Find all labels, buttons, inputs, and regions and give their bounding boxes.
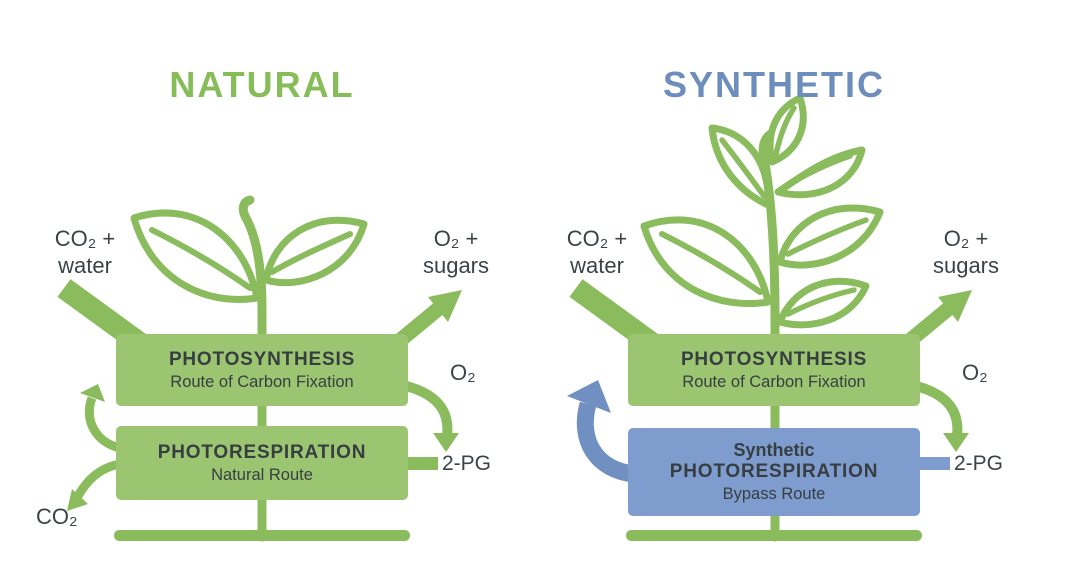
right-plant-icon [640,94,884,329]
left-o2-sugars-line2: sugars [422,253,490,278]
right-o2-sugars-label: O₂ + sugars [916,225,1016,279]
right-2pg-label: 2-PG [954,452,1004,475]
left-plant-stem [238,195,267,542]
right-o2-sugars-line2: sugars [932,253,1000,278]
right-ground-line [626,530,922,541]
right-photorespiration-line2: PHOTORESPIRATION [669,461,879,482]
left-o2-sugars-line1: O₂ + [433,226,479,251]
left-photosynthesis-box: PHOTOSYNTHESIS Route of Carbon Fixation [116,334,408,406]
right-o2-arrow [914,381,969,452]
left-photorespiration-subtitle: Natural Route [211,465,313,484]
left-photosynthesis-subtitle: Route of Carbon Fixation [170,372,354,391]
left-o2-label: O₂ [450,360,476,385]
right-photosynthesis-title: PHOTOSYNTHESIS [680,348,868,370]
left-plant-icon [130,209,368,303]
right-o2-label: O₂ [962,360,988,385]
natural-title: NATURAL [169,64,355,105]
right-co2-water-line1: CO₂ + [566,226,628,251]
left-recycle-up-arrow [80,384,122,453]
right-2pg-connector [918,457,950,470]
synthetic-title: SYNTHETIC [662,64,885,105]
right-photosynthesis-subtitle: Route of Carbon Fixation [682,372,866,391]
left-co2-water-label: CO₂ + water [30,225,140,279]
left-o2-arrow [404,381,459,452]
right-photosynthesis-box: PHOTOSYNTHESIS Route of Carbon Fixation [628,334,920,406]
left-2pg-label: 2-PG [442,452,492,475]
left-co2-water-line1: CO₂ + [54,226,116,251]
right-o2-sugars-line1: O₂ + [943,226,989,251]
left-co2-release-label: CO₂ [36,504,78,529]
left-co2-water-line2: water [58,253,112,278]
left-photorespiration-box: PHOTORESPIRATION Natural Route [116,426,408,500]
left-co2-release-arrow [67,459,122,511]
left-o2-sugars-label: O₂ + sugars [406,225,506,279]
right-photorespiration-line1: Synthetic [733,440,815,460]
left-photosynthesis-title: PHOTOSYNTHESIS [168,348,356,370]
right-co2-water-label: CO₂ + water [542,225,652,279]
left-2pg-connector [406,457,438,470]
left-photorespiration-title: PHOTORESPIRATION [157,441,367,463]
right-bypass-arrow [567,380,636,483]
left-ground-line [114,530,410,541]
right-photorespiration-line3: Bypass Route [722,485,826,503]
right-co2-water-line2: water [570,253,624,278]
right-synthetic-photorespiration-box: Synthetic PHOTORESPIRATION Bypass Route [628,428,920,516]
